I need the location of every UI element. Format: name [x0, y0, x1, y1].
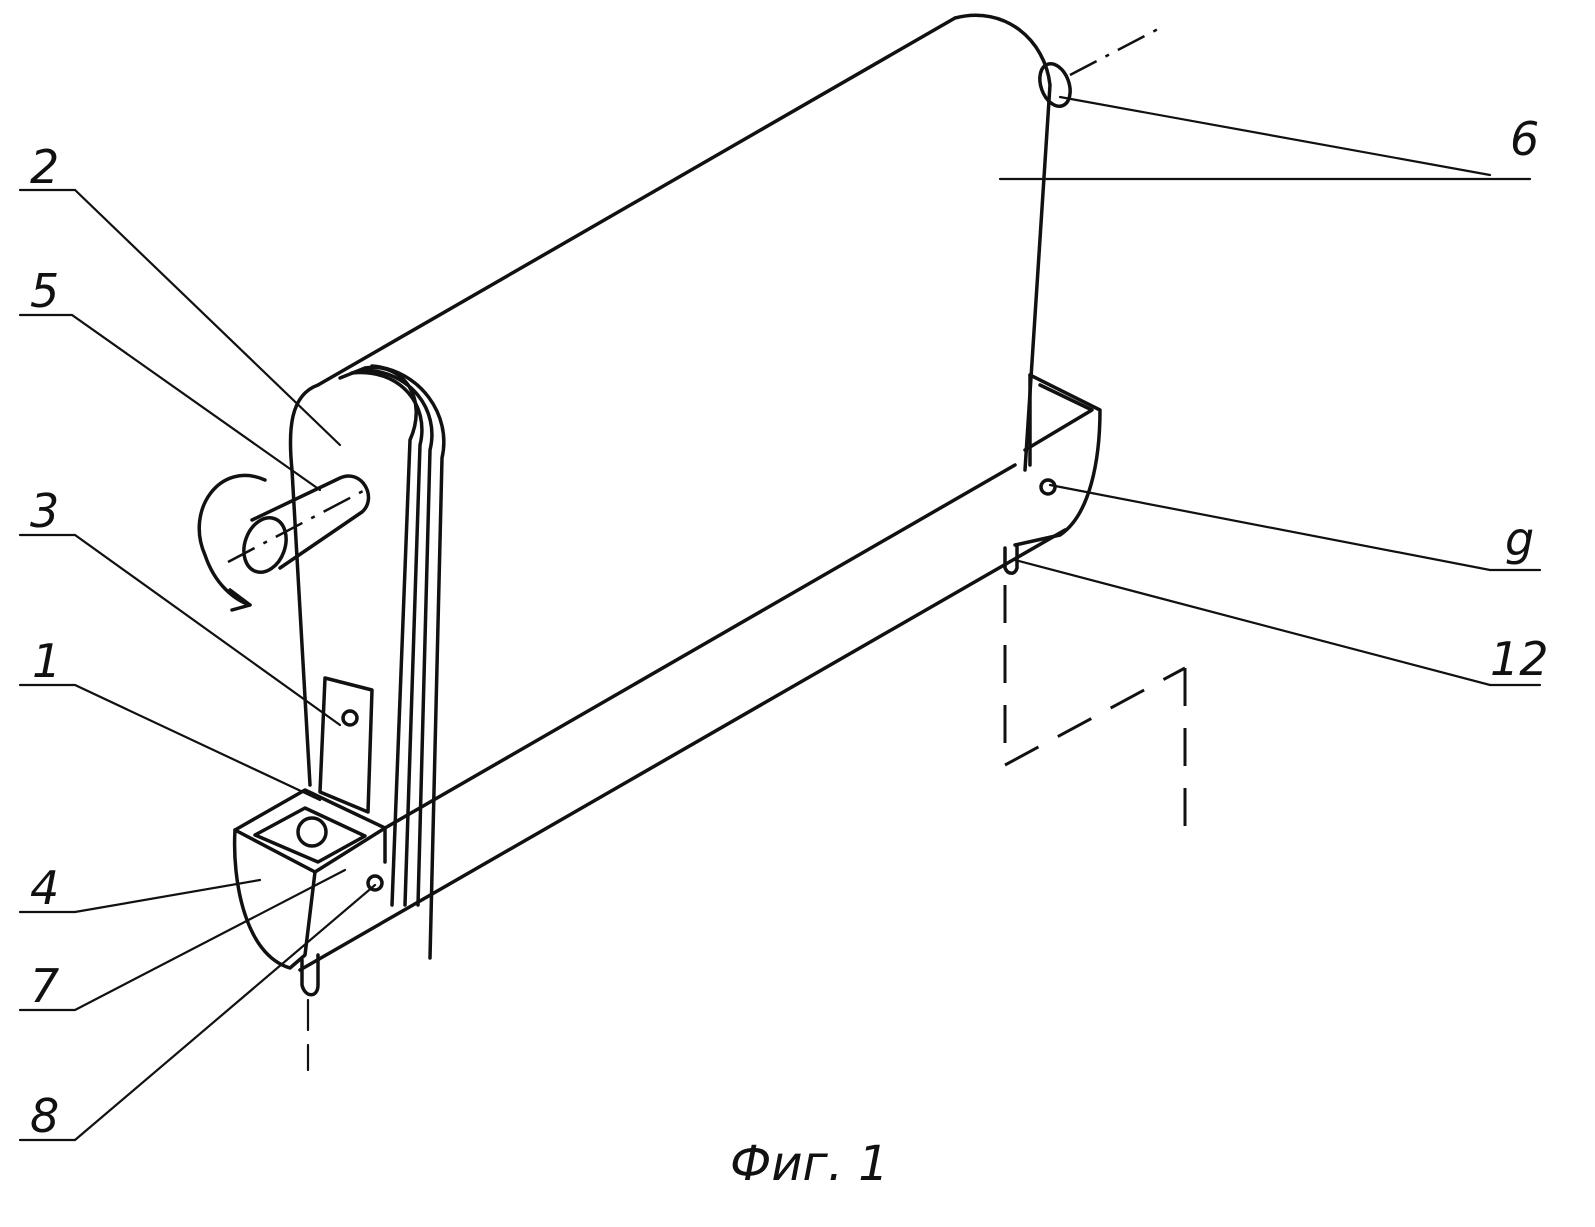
bracket-plate [320, 678, 372, 812]
label-8: 8 [30, 1089, 59, 1143]
label-9: g [1505, 512, 1534, 566]
base-block [235, 790, 385, 1070]
axle-end [1034, 28, 1160, 110]
label-6: 6 [1510, 112, 1539, 166]
label-4: 4 [30, 861, 59, 915]
label-3: 3 [30, 484, 59, 538]
label-1: 1 [32, 634, 61, 688]
figure-caption: Фиг. 1 [730, 1136, 889, 1192]
label-2: 2 [30, 140, 59, 194]
label-7: 7 [30, 959, 59, 1013]
drive-shaft [199, 475, 368, 610]
leader-lines [20, 97, 1540, 1140]
label-12: 12 [1490, 632, 1549, 686]
label-5: 5 [30, 264, 59, 318]
